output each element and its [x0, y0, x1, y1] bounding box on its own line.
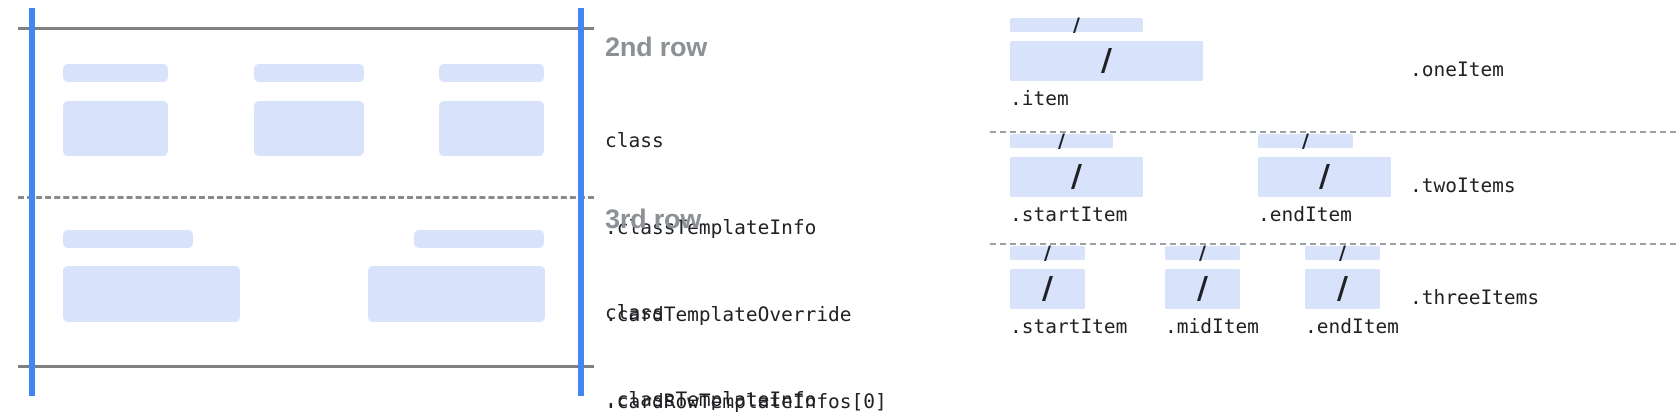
row-3-code-path: class .classTemplateInfo .cardTemplateOv… [605, 240, 887, 412]
variant-one-item: / / .item .oneItem [980, 14, 1676, 134]
slash-icon: / [1302, 130, 1309, 152]
right-blue-guide [578, 8, 584, 396]
code-line: class [605, 301, 664, 324]
item-name-label: .midItem [1165, 315, 1259, 338]
card-body-placeholder [63, 266, 240, 322]
item-name-label: .startItem [1010, 315, 1128, 338]
variant-separator [990, 243, 1676, 245]
item-body-placeholder: / [1165, 269, 1240, 309]
variant-separator [990, 131, 1676, 133]
slash-icon: / [1042, 271, 1053, 306]
variant-two-items: / / .startItem / / .endItem .twoItems [980, 130, 1676, 246]
code-line: .cardRowTemplateInfos[0] [605, 390, 887, 412]
item-slot.startItem: / / .startItem [1010, 130, 1143, 227]
row-3-description: 3rd row class .classTemplateInfo .cardTe… [605, 202, 887, 412]
slash-icon: / [1058, 130, 1065, 152]
variant-name-label: .oneItem [1410, 58, 1504, 81]
item-body-placeholder: / [1010, 269, 1085, 309]
item-slot.midItem: / / .midItem [1165, 242, 1259, 339]
variant-name-label: .twoItems [1410, 174, 1516, 197]
slash-icon: / [1101, 43, 1112, 78]
frame-top-line [18, 27, 594, 30]
row-2-code-path: class .classTemplateInfo .cardTemplateOv… [605, 68, 887, 412]
item-name-label: .startItem [1010, 203, 1128, 226]
code-line: .classTemplateInfo [605, 388, 817, 411]
item-body-placeholder: / [1305, 269, 1380, 309]
card-body-placeholder [368, 266, 545, 322]
card-body-placeholder [439, 101, 544, 156]
item-title-placeholder: / [1165, 242, 1240, 264]
code-line: .classTemplateInfo [605, 216, 817, 239]
item-name-label: .item [1010, 87, 1069, 110]
code-line: class [605, 129, 664, 152]
variant-three-items: / / .startItem / / .midItem / / .endItem .threeIt… [980, 242, 1676, 366]
card-label-placeholder [63, 64, 168, 82]
item-arrangement-variants: / / .item .oneItem / / .startItem / / .endItem .tw… [980, 0, 1676, 412]
row-3-heading: 3rd row [605, 204, 702, 234]
item-body-placeholder: / [1010, 41, 1203, 81]
card-body-placeholder [63, 101, 168, 156]
card-label-placeholder [439, 64, 544, 82]
row-2-description: 2nd row class .classTemplateInfo .cardTe… [605, 30, 887, 412]
item-name-label: .endItem [1258, 203, 1352, 226]
item-title-placeholder: / [1010, 242, 1085, 264]
item-body-placeholder: / [1010, 157, 1143, 197]
item-name-label: .endItem [1305, 315, 1399, 338]
card-label-placeholder [254, 64, 364, 82]
slash-icon: / [1197, 271, 1208, 306]
frame-bottom-line [18, 365, 594, 368]
item-slot.endItem: / / .endItem [1305, 242, 1399, 339]
slash-icon: / [1044, 242, 1051, 264]
left-blue-guide [29, 8, 35, 396]
card-label-placeholder [414, 230, 544, 248]
item-title-placeholder: / [1010, 14, 1143, 36]
card-layout-preview [0, 0, 600, 412]
item-title-placeholder: / [1258, 130, 1353, 152]
item-title-placeholder: / [1010, 130, 1113, 152]
item-slot.item: / / .item [1010, 14, 1203, 111]
slash-icon: / [1199, 242, 1206, 264]
item-body-placeholder: / [1258, 157, 1391, 197]
row-divider-dashed [18, 196, 594, 199]
row-2-heading: 2nd row [605, 32, 708, 62]
slash-icon: / [1073, 14, 1080, 36]
item-title-placeholder: / [1305, 242, 1380, 264]
item-slot.endItem: / / .endItem [1258, 130, 1391, 227]
slash-icon: / [1319, 159, 1330, 194]
card-body-placeholder [254, 101, 364, 156]
code-line: .cardTemplateOverride [605, 303, 852, 326]
row-descriptions: 2nd row class .classTemplateInfo .cardTe… [600, 0, 980, 412]
variant-name-label: .threeItems [1410, 286, 1540, 309]
item-slot.startItem: / / .startItem [1010, 242, 1128, 339]
slash-icon: / [1337, 271, 1348, 306]
card-label-placeholder [63, 230, 193, 248]
slash-icon: / [1339, 242, 1346, 264]
slash-icon: / [1071, 159, 1082, 194]
